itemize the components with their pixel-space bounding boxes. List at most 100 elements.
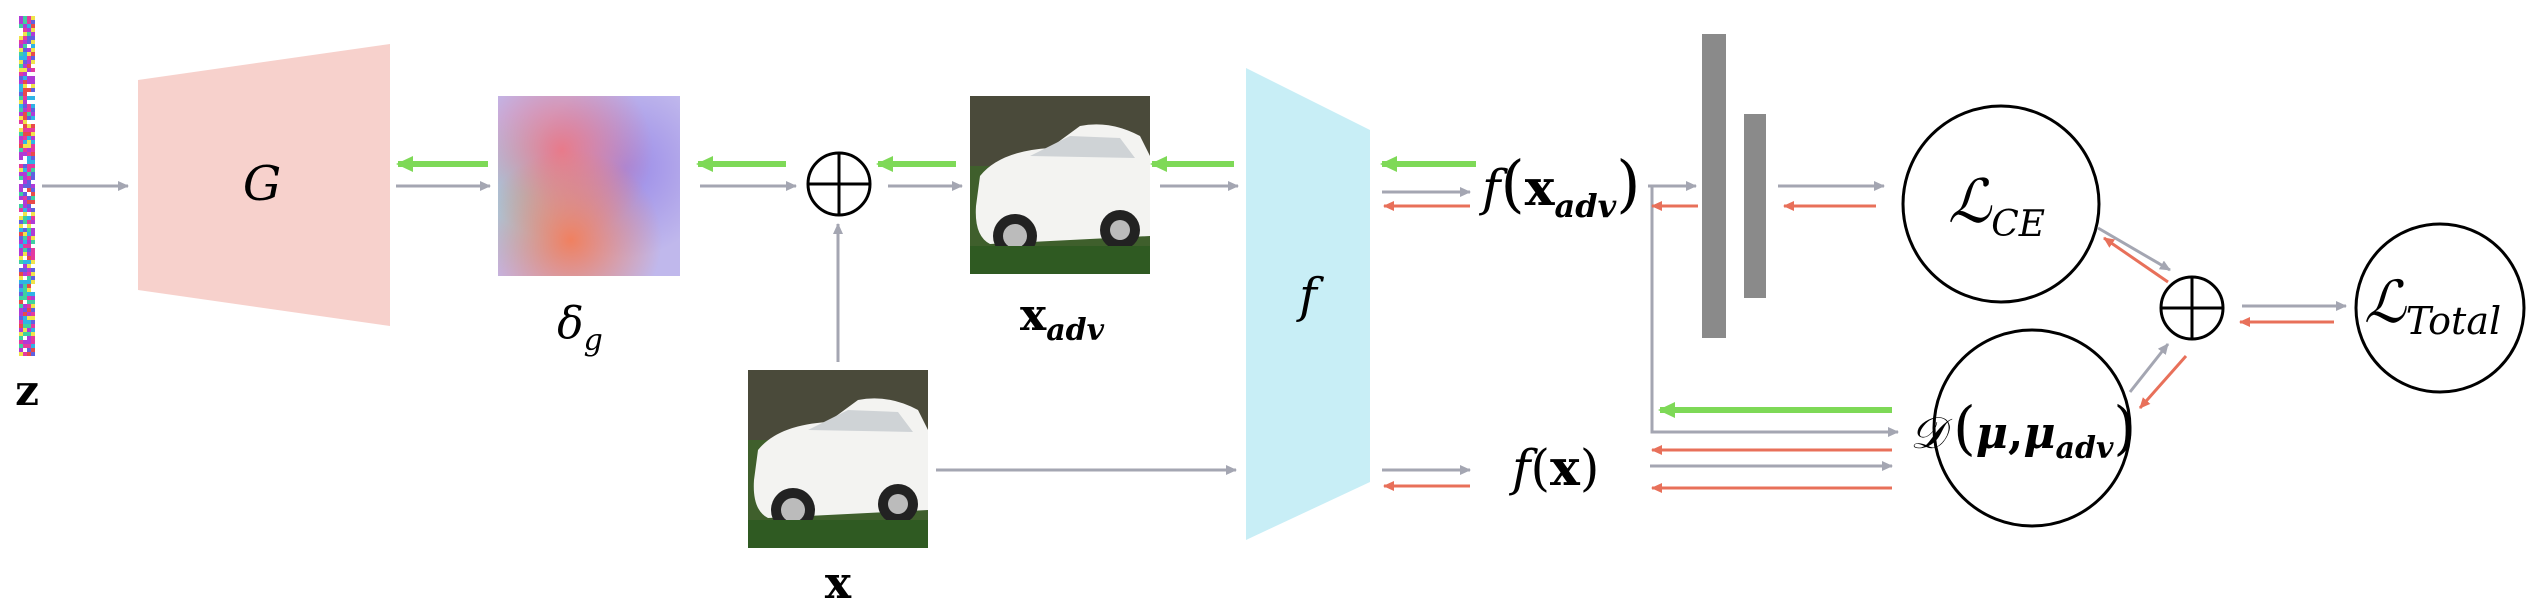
z-noise-pixel [31,20,35,24]
z-noise-pixel [31,284,35,288]
z-noise-pixel [27,92,31,96]
z-noise-pixel [19,108,23,112]
z-noise-pixel [31,112,35,116]
z-noise-pixel [27,88,31,92]
z-noise-pixel [23,192,27,196]
z-noise-pixel [31,344,35,348]
z-noise-pixel [19,72,23,76]
x-adv-label: xadv [1020,290,1105,348]
z-noise-pixel [31,108,35,112]
z-noise-pixel [31,216,35,220]
z-noise-pixel [23,80,27,84]
z-noise-pixel [31,36,35,40]
z-noise-pixel [27,316,31,320]
z-noise-pixel [27,180,31,184]
z-noise-pixel [19,184,23,188]
z-noise-pixel [23,68,27,72]
z-noise-pixel [27,132,31,136]
z-noise-pixel [31,100,35,104]
z-noise-pixel [23,172,27,176]
z-noise-pixel [19,76,23,80]
z-noise-pixel [19,136,23,140]
z-noise-pixel [31,192,35,196]
z-noise-pixel [31,188,35,192]
z-noise-pixel [31,44,35,48]
z-noise-pixel [19,324,23,328]
z-noise-pixel [19,128,23,132]
z-noise-pixel [23,188,27,192]
z-noise-pixel [27,292,31,296]
z-noise-pixel [19,280,23,284]
z-noise-pixel [19,48,23,52]
z-noise-pixel [19,336,23,340]
z-noise-pixel [23,200,27,204]
z-noise-pixel [27,104,31,108]
z-noise-pixel [19,112,23,116]
z-noise-pixel [27,224,31,228]
z-noise-pixel [19,344,23,348]
z-noise-pixel [19,332,23,336]
z-noise-pixel [27,176,31,180]
z-noise-pixel [23,348,27,352]
z-noise-pixel [31,204,35,208]
z-noise-pixel [27,184,31,188]
z-noise-pixel [23,204,27,208]
z-noise-pixel [19,148,23,152]
z-noise-pixel [23,320,27,324]
z-noise-pixel [31,336,35,340]
z-noise-pixel [19,224,23,228]
z-noise-pixel [27,24,31,28]
z-noise-pixel [31,140,35,144]
z-noise-pixel [19,188,23,192]
z-noise-pixel [27,108,31,112]
loss-ce-label: ℒCE [1948,167,2045,245]
z-noise-pixel [23,352,27,356]
clean-image [748,370,928,548]
z-noise-pixel [23,136,27,140]
z-noise-pixel [27,28,31,32]
z-noise-pixel [19,152,23,156]
z-noise-pixel [19,24,23,28]
z-noise-pixel [27,40,31,44]
z-noise-pixel [27,116,31,120]
generator-block [138,44,390,326]
loss-total-label: ℒTotal [2364,268,2501,343]
z-noise-pixel [27,284,31,288]
z-noise-pixel [27,348,31,352]
z-noise-pixel [31,176,35,180]
z-noise-pixel [27,216,31,220]
z-noise-pixel [23,40,27,44]
loss-sum-node [2159,275,2225,341]
z-noise-pixel [19,200,23,204]
z-noise-pixel [19,264,23,268]
z-noise-pixel [23,336,27,340]
z-noise-pixel [27,244,31,248]
z-noise-pixel [31,180,35,184]
z-noise-pixel [23,92,27,96]
z-noise-pixel [31,300,35,304]
z-noise-pixel [31,28,35,32]
z-noise-pixel [27,52,31,56]
z-noise-pixel [27,16,31,20]
z-noise-pixel [19,144,23,148]
z-noise-pixel [31,168,35,172]
z-noise-pixel [31,296,35,300]
z-noise-pixel [31,292,35,296]
z-noise-pixel [23,100,27,104]
z-noise-pixel [19,304,23,308]
z-noise-pixel [23,20,27,24]
z-noise-pixel [19,300,23,304]
z-noise-pixel [31,104,35,108]
z-noise-pixel [19,40,23,44]
gradient-arrows-green [396,156,1892,418]
z-noise-pixel [19,316,23,320]
z-noise-pixel [19,96,23,100]
z-noise-pixel [23,24,27,28]
z-noise-pixel [27,112,31,116]
z-noise-pixel [23,224,27,228]
z-noise-pixel [31,320,35,324]
z-noise-pixel [19,68,23,72]
z-noise-pixel [27,172,31,176]
z-noise-pixel [19,248,23,252]
loss-d-node [1932,328,2132,528]
